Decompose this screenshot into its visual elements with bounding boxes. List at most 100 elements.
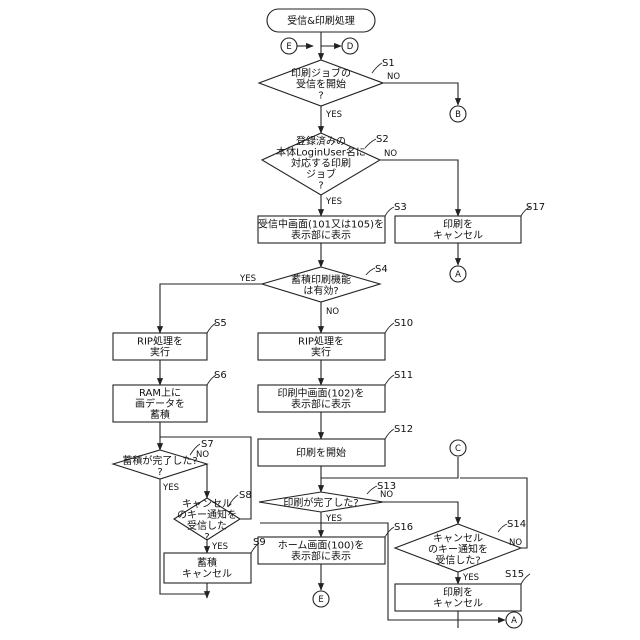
s3-text-line: 表示部に表示: [291, 229, 351, 242]
start-terminal-text: 受信&印刷処理: [287, 14, 355, 27]
s8-text-line: ?: [204, 532, 209, 543]
s14-text-line: 受信した?: [435, 555, 480, 567]
branch-label-s1-no: NO: [387, 72, 400, 82]
s11-text-line: 印刷中画面(102)を: [278, 387, 365, 400]
s1-text-line: 印刷ジョブの: [291, 67, 351, 80]
step-label-s8: S8: [239, 490, 252, 501]
step-label-s16: S16: [394, 522, 413, 533]
branch-label-s2-no: NO: [384, 149, 397, 159]
leader-s10: [385, 323, 394, 333]
leader-s11: [385, 375, 394, 385]
s6-text-line: 蓄積: [150, 408, 170, 421]
s17-text-line: キャンセル: [433, 230, 483, 242]
s7-text-line: 蓄積が完了した?: [122, 454, 197, 467]
step-label-s17: S17: [526, 202, 545, 213]
leader-s4: [366, 268, 375, 275]
branch-label-s1-yes: YES: [325, 110, 342, 120]
s15-text-line: キャンセル: [433, 598, 483, 610]
s9-text-line: キャンセル: [182, 568, 232, 580]
s1-text-line: ?: [318, 91, 323, 102]
step-label-s6: S6: [214, 370, 227, 381]
branch-label-s13-no: NO: [380, 490, 393, 500]
branch-label-s4-no: NO: [326, 307, 339, 317]
s7-text-line: ?: [157, 467, 162, 478]
s14-text-line: キャンセル: [433, 533, 483, 545]
s11-text-line: 表示部に表示: [291, 398, 351, 411]
leader-s2: [365, 139, 376, 148]
nodes: 受信&印刷処理 印刷ジョブの受信を開始? 登録済みの本体LoginUser名に対…: [113, 9, 521, 611]
step-labels: S1 S2 S3 S17 S4 S5 S10 S6 S11 S12 S7 S8 …: [190, 58, 545, 584]
step-label-s3: S3: [394, 202, 407, 213]
branch-label-s8-yes: YES: [211, 542, 228, 552]
branch-label-s4-yes: YES: [239, 274, 256, 284]
leader-s12: [385, 429, 394, 439]
s6-text-line: RAM上に: [139, 387, 181, 399]
branch-label-s7-yes: YES: [162, 483, 179, 493]
connector-c-label: C: [455, 444, 461, 454]
edge-s4-yes: [160, 284, 262, 333]
s17-text-line: 印刷を: [443, 219, 473, 231]
step-label-s7: S7: [201, 439, 214, 450]
leader-s16: [385, 527, 394, 537]
s4-text-line: 蓄積印刷機能: [291, 273, 351, 286]
s2-text-line: ジョブ: [306, 168, 336, 181]
edge-s2-no: [380, 160, 458, 216]
s13-decision-text: 印刷が完了した?: [283, 496, 358, 509]
s14-text-line: のキー通知を: [428, 543, 488, 556]
s15-text-line: 印刷を: [443, 587, 473, 599]
step-label-s9: S9: [253, 537, 266, 548]
step-label-s4: S4: [375, 264, 388, 275]
s10-text-line: RIP処理を: [298, 335, 344, 348]
branch-label-s14-no: NO: [509, 538, 522, 548]
s6-text-line: 画データを: [135, 397, 185, 410]
connector-e-top-label: E: [286, 42, 291, 52]
s4-text-line: は有効?: [303, 284, 338, 297]
s2-text-line: 本体LoginUser名に: [276, 146, 366, 159]
step-label-s5: S5: [214, 318, 227, 329]
step-label-s15: S15: [505, 569, 524, 580]
s16-text-line: 表示部に表示: [291, 550, 351, 563]
s8-text-line: のキー通知を: [177, 508, 237, 521]
connector-a-bottom-label: A: [511, 616, 517, 626]
s3-text-line: 受信中画面(101又は105)を: [258, 218, 384, 231]
leader-s13: [367, 486, 377, 494]
branch-label-s13-yes: YES: [325, 514, 342, 524]
connector-e-bottom-label: E: [318, 595, 323, 605]
branch-label-s7-no: NO: [196, 450, 209, 460]
s2-text-line: 対応する印刷: [291, 157, 351, 170]
s5-text-line: RIP処理を: [137, 335, 183, 348]
s8-decision-text: キャンセルのキー通知を受信した?: [177, 498, 237, 543]
leader-s3: [385, 207, 394, 216]
s8-text-line: キャンセル: [182, 498, 232, 510]
start-text-line: 受信&印刷処理: [287, 14, 355, 27]
s7-decision-text: 蓄積が完了した??: [122, 454, 197, 478]
s9-text-line: 蓄積: [197, 556, 217, 569]
s5-text-line: 実行: [150, 346, 170, 359]
leader-s14: [498, 524, 507, 532]
leader-s1: [372, 63, 382, 73]
s16-text-line: ホーム画面(100)を: [278, 540, 365, 552]
s10-text-line: 実行: [311, 346, 331, 359]
step-label-s10: S10: [394, 318, 413, 329]
s2-text-line: ?: [318, 181, 323, 192]
edge-s1-no: [383, 83, 458, 105]
s13-text-line: 印刷が完了した?: [283, 496, 358, 509]
s2-text-line: 登録済みの: [296, 135, 346, 148]
connector-d-top-label: D: [347, 42, 354, 52]
s1-text-line: 受信を開始: [296, 78, 346, 91]
step-label-s2: S2: [376, 134, 389, 145]
step-label-s12: S12: [394, 424, 413, 435]
step-label-s14: S14: [507, 519, 526, 530]
s12-text-line: 印刷を開始: [296, 446, 346, 459]
s14-decision-text: キャンセルのキー通知を受信した?: [428, 533, 488, 567]
step-label-s1: S1: [382, 58, 395, 69]
connector-a-mid-label: A: [455, 270, 461, 280]
edge-s13-no: [383, 502, 458, 524]
s12-process-text: 印刷を開始: [296, 446, 346, 459]
s8-text-line: 受信した: [187, 520, 227, 532]
branch-label-s14-yes: YES: [462, 573, 479, 583]
step-label-s11: S11: [394, 370, 413, 381]
branch-label-s2-yes: YES: [325, 197, 342, 207]
connector-b-label: B: [455, 110, 461, 120]
